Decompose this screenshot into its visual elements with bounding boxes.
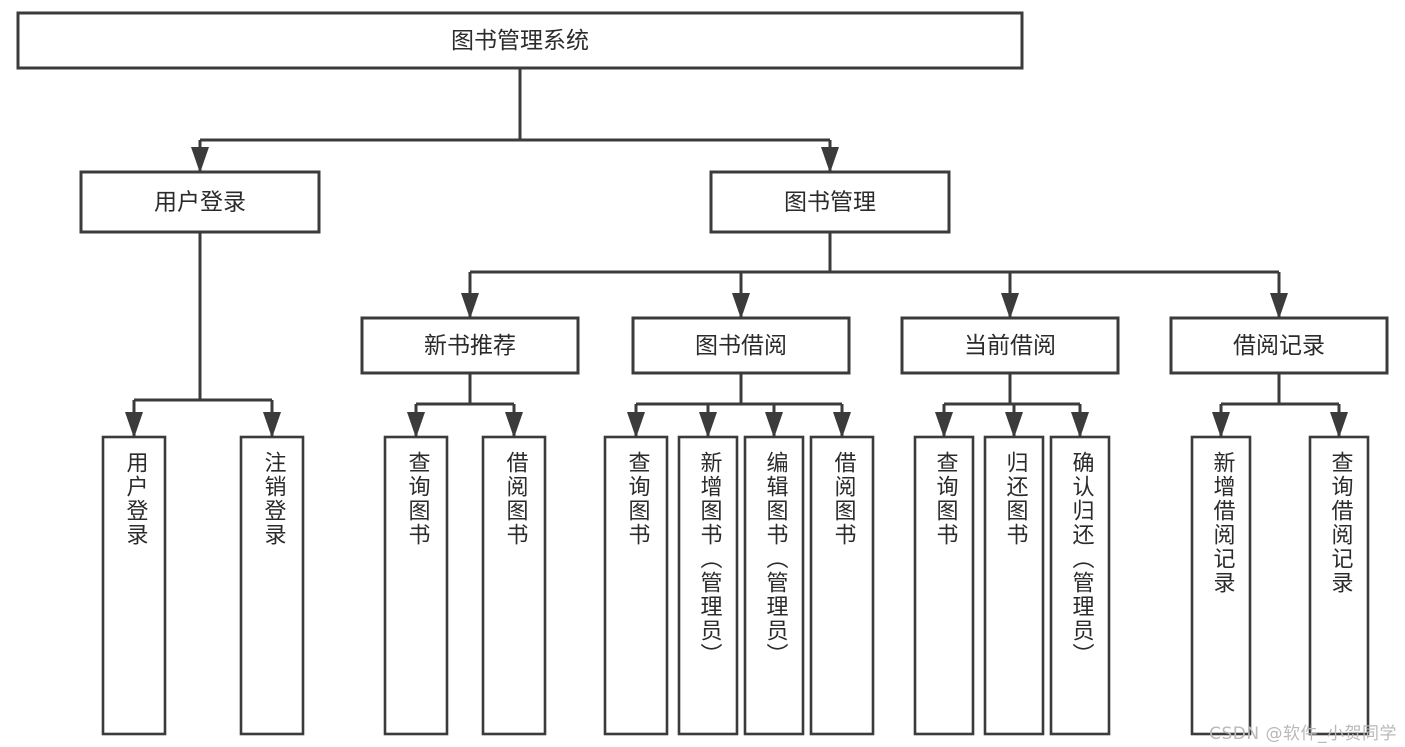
node-leaf-8[interactable]: [913, 435, 975, 736]
arrow-head-icon: [1001, 293, 1019, 319]
node-root-label: 图书管理系统: [451, 28, 589, 54]
node-level2-label-1: 图书借阅: [695, 333, 787, 359]
node-root-图书管理系统[interactable]: [16, 11, 1024, 70]
node-leaf-9[interactable]: [983, 435, 1045, 736]
node-leaf-6[interactable]: [743, 435, 805, 736]
arrow-head-icon: [263, 412, 281, 438]
arrow-head-icon: [125, 412, 143, 438]
node-level2-1[interactable]: [631, 316, 851, 375]
node-leaf-5[interactable]: [677, 435, 739, 736]
node-leaf-2[interactable]: [383, 435, 449, 736]
node-leaf-0[interactable]: [101, 435, 167, 736]
node-leaf-11[interactable]: [1190, 435, 1252, 736]
arrow-head-icon: [699, 412, 717, 438]
node-level1-0[interactable]: [79, 170, 321, 234]
arrow-head-icon: [407, 412, 425, 438]
node-level2-3[interactable]: [1169, 316, 1389, 375]
node-leaf-3[interactable]: [481, 435, 547, 736]
connector-layer: [125, 68, 1348, 438]
arrow-head-icon: [833, 412, 851, 438]
arrow-head-icon: [732, 293, 750, 319]
node-leaf-1[interactable]: [239, 435, 305, 736]
node-level2-label-3: 借阅记录: [1233, 333, 1325, 359]
arrow-head-icon: [821, 147, 839, 173]
node-level2-2[interactable]: [900, 316, 1120, 375]
arrow-head-icon: [1270, 293, 1288, 319]
arrow-head-icon: [191, 147, 209, 173]
arrow-head-icon: [1330, 412, 1348, 438]
arrow-head-icon: [935, 412, 953, 438]
node-level1-1[interactable]: [709, 170, 951, 234]
node-leaf-10[interactable]: [1049, 435, 1111, 736]
node-leaf-4[interactable]: [603, 435, 669, 736]
node-level1-label-1: 图书管理: [784, 190, 876, 216]
node-level2-0[interactable]: [360, 316, 580, 375]
arrow-head-icon: [1071, 412, 1089, 438]
arrow-head-icon: [1212, 412, 1230, 438]
arrow-head-icon: [627, 412, 645, 438]
arrow-head-icon: [765, 412, 783, 438]
csdn-watermark: CSDN @软件_小贺同学: [1209, 724, 1397, 744]
node-leaf-7[interactable]: [809, 435, 875, 736]
node-level1-label-0: 用户登录: [154, 190, 246, 216]
node-level2-label-2: 当前借阅: [964, 333, 1056, 359]
box-layer: [16, 11, 1389, 736]
node-level2-label-0: 新书推荐: [424, 333, 516, 359]
arrow-head-icon: [1005, 412, 1023, 438]
arrow-head-icon: [505, 412, 523, 438]
node-leaf-12[interactable]: [1308, 435, 1370, 736]
arrow-head-icon: [461, 293, 479, 319]
